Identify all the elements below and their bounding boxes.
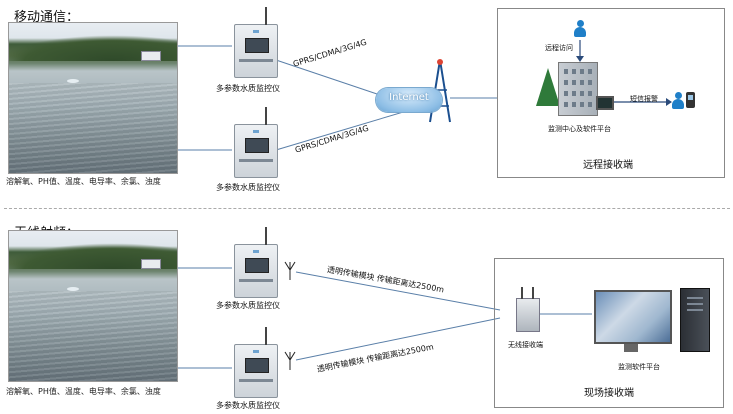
- remote-receiver-box: [497, 8, 725, 178]
- person-icon: [672, 92, 684, 110]
- device-label-bottom-1: 多参数水质监控仪: [216, 301, 280, 310]
- field-box-title: 现场接收端: [584, 388, 634, 399]
- remote-box-title: 远程接收端: [583, 160, 633, 171]
- tree-icon: [536, 68, 560, 106]
- building-icon: [558, 62, 598, 116]
- person-icon: [574, 20, 586, 38]
- computer-icon: [596, 96, 614, 110]
- section-divider: [4, 208, 730, 209]
- device-icon-top-1: [234, 7, 278, 78]
- device-icon-bottom-2: [234, 327, 278, 398]
- device-label-top-1: 多参数水质监控仪: [216, 84, 280, 93]
- connection-lines-bottom: [178, 261, 592, 370]
- device-icon-bottom-1: [234, 227, 278, 298]
- computer-tower-icon: [680, 288, 710, 352]
- device-label-bottom-2: 多参数水质监控仪: [216, 401, 280, 410]
- internet-label: Internet: [389, 92, 429, 103]
- software-platform-label: 监测软件平台: [618, 363, 660, 371]
- lake-photo-top: [8, 22, 178, 174]
- section-title-mobile: 移动通信：: [14, 10, 80, 25]
- monitor-stand: [624, 344, 638, 352]
- antenna-icon: [284, 261, 296, 370]
- wireless-receiver-label: 无线接收端: [508, 341, 543, 349]
- internet-cloud: Internet: [376, 88, 442, 112]
- monitoring-center-label: 监测中心及软件平台: [548, 125, 611, 133]
- phone-icon: [686, 92, 695, 108]
- remote-access-label: 远程访问: [545, 44, 573, 52]
- monitor-icon: [594, 290, 672, 344]
- lake-caption-bottom: 溶解氧、PH值、温度、电导率、余氯、浊度: [6, 387, 161, 396]
- lake-photo-bottom: [8, 230, 178, 382]
- lake-caption-top: 溶解氧、PH值、温度、电导率、余氯、浊度: [6, 177, 161, 186]
- device-icon-top-2: [234, 107, 278, 178]
- wireless-receiver-icon: [516, 287, 540, 332]
- device-label-top-2: 多参数水质监控仪: [216, 183, 280, 192]
- sms-alarm-label: 短信报警: [630, 95, 658, 103]
- field-receiver-box: [494, 258, 724, 408]
